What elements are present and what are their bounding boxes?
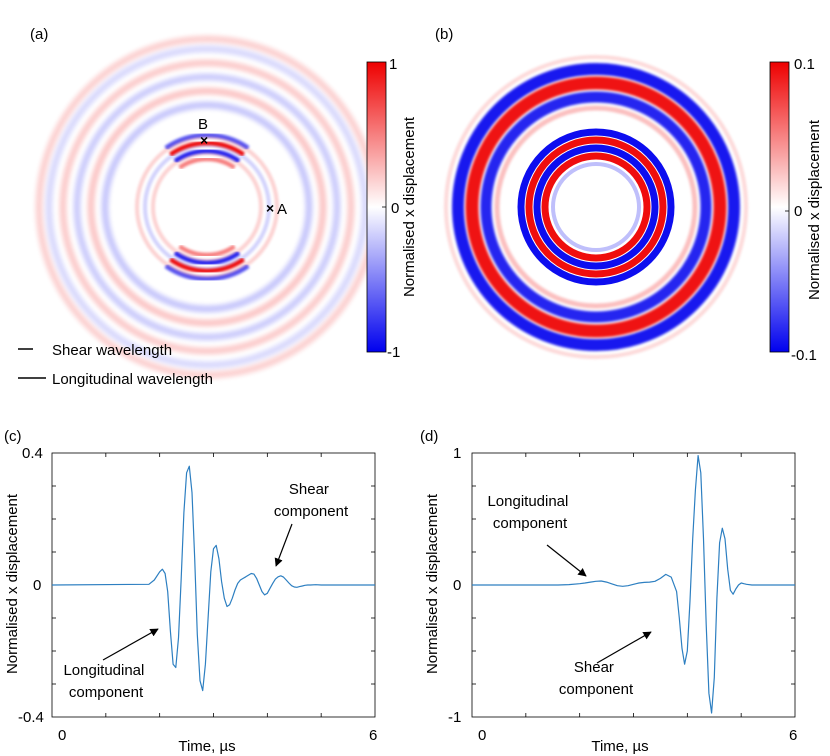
plot-d-xtick-max: 6 (789, 727, 797, 744)
marker-b-label: B (198, 116, 208, 133)
inner-wave-arc-bottom (169, 257, 245, 274)
outer-wave-ring (87, 87, 327, 327)
plot-c-annotation-shear-arrow (274, 523, 293, 567)
panel-d: (d) 1 0 -1 0 6 Time, µs Normalised x dis… (420, 428, 797, 755)
colorbar-a-tick-zero: 0 (391, 200, 399, 217)
marker-b-symbol: × (200, 132, 208, 148)
colorbar-b-tick-max: 0.1 (794, 56, 815, 73)
inner-wave-arc-bottom (164, 264, 250, 282)
wave-field-b (444, 55, 748, 359)
plot-c-annotation-longitudinal-line2: component (69, 684, 144, 701)
inner-wave-ring (551, 162, 641, 252)
panel-c: (c) 0.4 0 -0.4 0 6 Time, µs Normalised x… (4, 428, 377, 755)
inner-wave-arc-top (164, 132, 250, 150)
inner-wave-ring (151, 151, 263, 263)
plot-d-annotation-shear-arrow (596, 631, 652, 664)
plot-d-ytick-zero: 0 (453, 577, 461, 594)
plot-c-ytick-min: -0.4 (18, 709, 44, 726)
colorbar-b-tick-zero: 0 (794, 203, 802, 220)
inner-wave-ring (525, 136, 667, 278)
inner-wave-arc-bottom (178, 244, 236, 258)
colorbar-b-tick-min: -0.1 (791, 347, 817, 364)
plot-d-annotation-longitudinal-line2: component (493, 515, 568, 532)
panel-b: (b) 0.1 0 -0.1 Normalised x displacement (435, 26, 823, 364)
colorbar-b-title: Normalised x displacement (806, 119, 823, 300)
colorbar-a-tick-min: -1 (387, 344, 400, 361)
outer-wave-ring (465, 76, 727, 338)
inner-wave-arc-bottom (173, 251, 241, 266)
outer-wave-ring (45, 45, 369, 369)
marker-a-symbol: × (266, 200, 274, 216)
panel-d-label: (d) (420, 428, 438, 445)
marker-a-label: A (277, 201, 287, 218)
inner-wave-arc-top (169, 140, 245, 157)
plot-d-annotation-longitudinal-arrow (546, 544, 587, 577)
plot-d-series-line (472, 455, 795, 714)
plot-c-annotation-shear-line2: component (274, 503, 349, 520)
plot-c-xtick-min: 0 (58, 727, 66, 744)
inner-wave-arc-top (173, 148, 241, 163)
plot-c-annotation-longitudinal: Longitudinal component (63, 662, 148, 701)
plot-c-annotation-shear: Shear component (274, 481, 349, 520)
plot-d-ytick-max: 1 (453, 445, 461, 462)
outer-wave-ring (444, 55, 748, 359)
panel-a: (a) B × × A 1 0 -1 Normalised x displace… (18, 26, 418, 388)
plot-c-xtick-max: 6 (369, 727, 377, 744)
panel-c-label: (c) (4, 428, 22, 445)
plot-c-annotation-longitudinal-arrow (102, 628, 159, 661)
inner-wave-ring (143, 143, 271, 271)
longitudinal-wavelength-label: Longitudinal wavelength (52, 371, 213, 388)
plot-d-annotation-shear-line1: Shear (574, 659, 614, 676)
panel-a-label: (a) (30, 26, 48, 43)
outer-wave-ring (480, 91, 712, 323)
plot-d-ytick-min: -1 (448, 709, 461, 726)
wave-field-a (35, 35, 379, 379)
plot-d-annotation-shear-line2: component (559, 681, 634, 698)
plot-d-annotation-shear: Shear component (559, 659, 634, 698)
inner-wave-ring (541, 152, 651, 262)
panel-b-label: (b) (435, 26, 453, 43)
plot-c-annotation-shear-line1: Shear (289, 481, 329, 498)
plot-c-annotation-longitudinal-line1: Longitudinal (63, 662, 144, 679)
inner-wave-ring (517, 128, 675, 286)
colorbar-b (769, 61, 790, 353)
plot-d-ylabel: Normalised x displacement (424, 493, 441, 674)
inner-wave-ring (533, 144, 659, 270)
colorbar-a-title: Normalised x displacement (401, 116, 418, 297)
plot-c-ytick-max: 0.4 (22, 445, 43, 462)
outer-wave-ring (494, 105, 698, 309)
plot-c-xlabel: Time, µs (178, 738, 235, 755)
colorbar-a-tick-max: 1 (389, 56, 397, 73)
outer-wave-ring (101, 101, 313, 313)
plot-d-xlabel: Time, µs (591, 738, 648, 755)
outer-wave-ring (73, 73, 341, 341)
inner-wave-arc-top (178, 156, 236, 170)
outer-wave-ring (59, 59, 355, 355)
shear-wavelength-label: Shear wavelength (52, 342, 172, 359)
outer-wave-ring (452, 63, 740, 351)
plot-c-series-line (51, 465, 375, 692)
plot-d-xtick-min: 0 (478, 727, 486, 744)
plot-d-annotation-longitudinal: Longitudinal component (487, 493, 572, 532)
plot-d-annotation-longitudinal-line1: Longitudinal (487, 493, 568, 510)
plot-c-ytick-zero: 0 (33, 577, 41, 594)
plot-c-ylabel: Normalised x displacement (4, 493, 21, 674)
